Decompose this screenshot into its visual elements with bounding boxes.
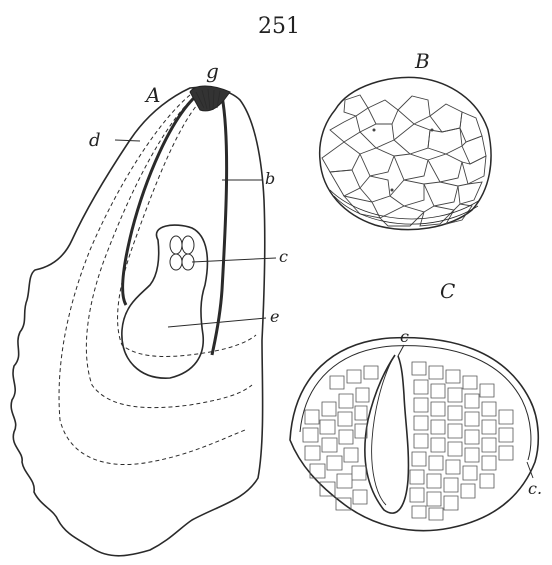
label-c-side: c. — [528, 479, 542, 498]
label-c-top: c — [400, 327, 409, 346]
label-b-figure: B — [414, 49, 430, 73]
nucellus-outline-right — [212, 96, 227, 355]
label-g: g — [206, 59, 219, 83]
label-a: A — [144, 83, 160, 107]
label-b: b — [265, 169, 275, 188]
inner-layer-1 — [59, 95, 245, 465]
label-d: d — [89, 130, 101, 151]
figure-a: A g d b c e — [11, 59, 288, 556]
label-c: c — [279, 247, 288, 266]
egg-apparatus — [170, 236, 194, 270]
page-number: 251 — [258, 14, 300, 39]
canal-inner — [372, 360, 392, 505]
leader-d — [115, 140, 140, 141]
embryo-sac — [122, 225, 208, 378]
inner-layer-3 — [118, 92, 256, 356]
figure-b: B — [320, 49, 491, 230]
label-e: e — [270, 307, 279, 326]
leader-c-top — [398, 345, 404, 356]
leader-c — [192, 258, 276, 262]
nucellus-outline — [123, 96, 196, 305]
figure-c: C c c. — [290, 279, 542, 531]
label-c-figure: C — [440, 279, 455, 303]
